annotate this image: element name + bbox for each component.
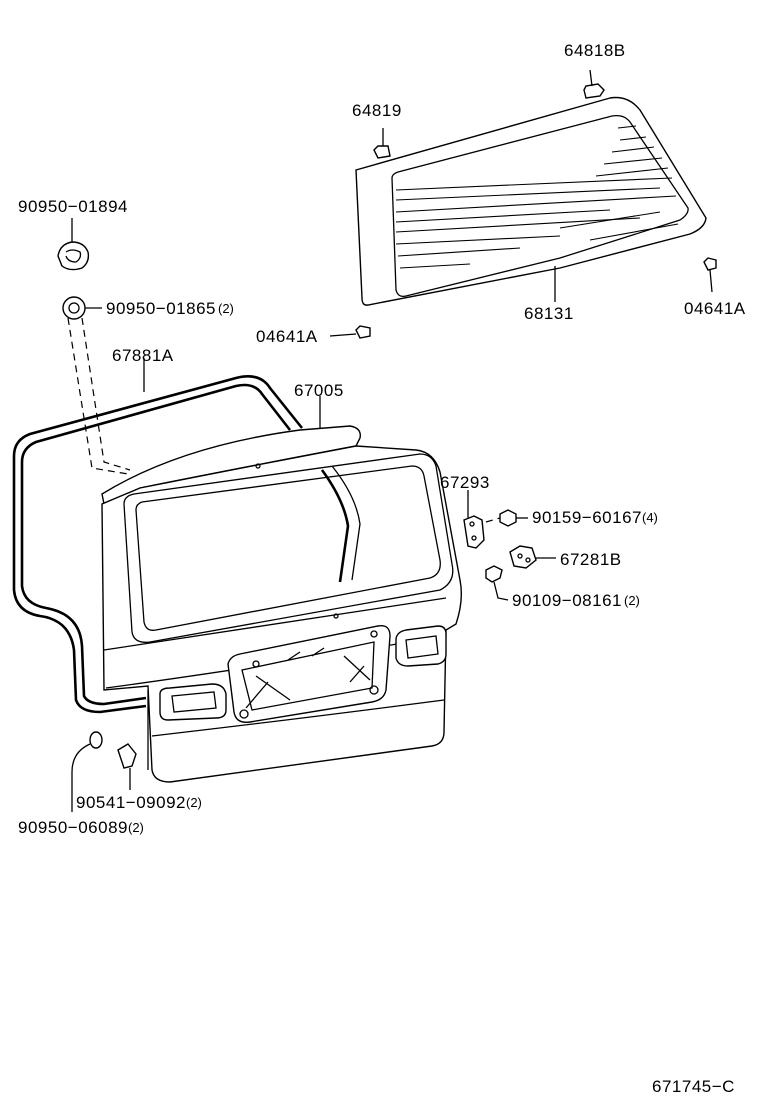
spacer-04641a-left[interactable] <box>329 325 371 339</box>
weatherstrip-67881a[interactable] <box>12 358 304 714</box>
glass-defogger-lines <box>395 125 679 269</box>
label-90950-01865: 90950−01865 <box>106 299 216 318</box>
grommet-90950-01865[interactable] <box>62 296 102 320</box>
label-04641a-left: 04641A <box>256 327 318 346</box>
label-67281b: 67281B <box>560 550 622 569</box>
bolt-90541-09092[interactable] <box>117 743 137 790</box>
label-90950-01894: 90950−01894 <box>18 197 128 216</box>
label-90541-09092-qty: (2) <box>186 795 202 810</box>
clip-64819[interactable] <box>373 128 391 159</box>
hinge-67281b[interactable] <box>509 545 556 569</box>
label-67293: 67293 <box>440 473 490 492</box>
bolt-90159-60167[interactable] <box>499 509 528 527</box>
spacer-04641a-right[interactable] <box>703 257 717 293</box>
bolt-90109-08161[interactable] <box>485 565 509 601</box>
label-90159-60167: 90159−60167 <box>532 508 642 527</box>
label-90541-09092: 90541−09092 <box>76 793 186 812</box>
label-67881a: 67881A <box>112 346 174 365</box>
cushion-90950-01894[interactable] <box>57 218 90 271</box>
label-90950-01865-qty: (2) <box>218 301 234 316</box>
label-64819: 64819 <box>352 101 402 120</box>
label-90950-06089-qty: (2) <box>128 820 144 835</box>
diagram-code: 671745−C <box>652 1077 735 1096</box>
label-64818b: 64818B <box>564 41 626 60</box>
cushion-90950-06089[interactable] <box>71 731 103 812</box>
back-glass-68131[interactable] <box>355 96 707 306</box>
label-68131: 68131 <box>524 304 574 323</box>
hinge-67293[interactable] <box>463 490 485 549</box>
label-67005: 67005 <box>294 381 344 400</box>
clip-64818b[interactable] <box>583 69 605 99</box>
back-door-panel-67005[interactable] <box>101 396 463 783</box>
label-90109-08161-qty: (2) <box>624 593 640 608</box>
label-04641a-right: 04641A <box>684 299 746 318</box>
label-90159-60167-qty: (4) <box>642 510 658 525</box>
label-90109-08161: 90109−08161 <box>512 591 622 610</box>
label-90950-06089: 90950−06089 <box>18 818 128 837</box>
